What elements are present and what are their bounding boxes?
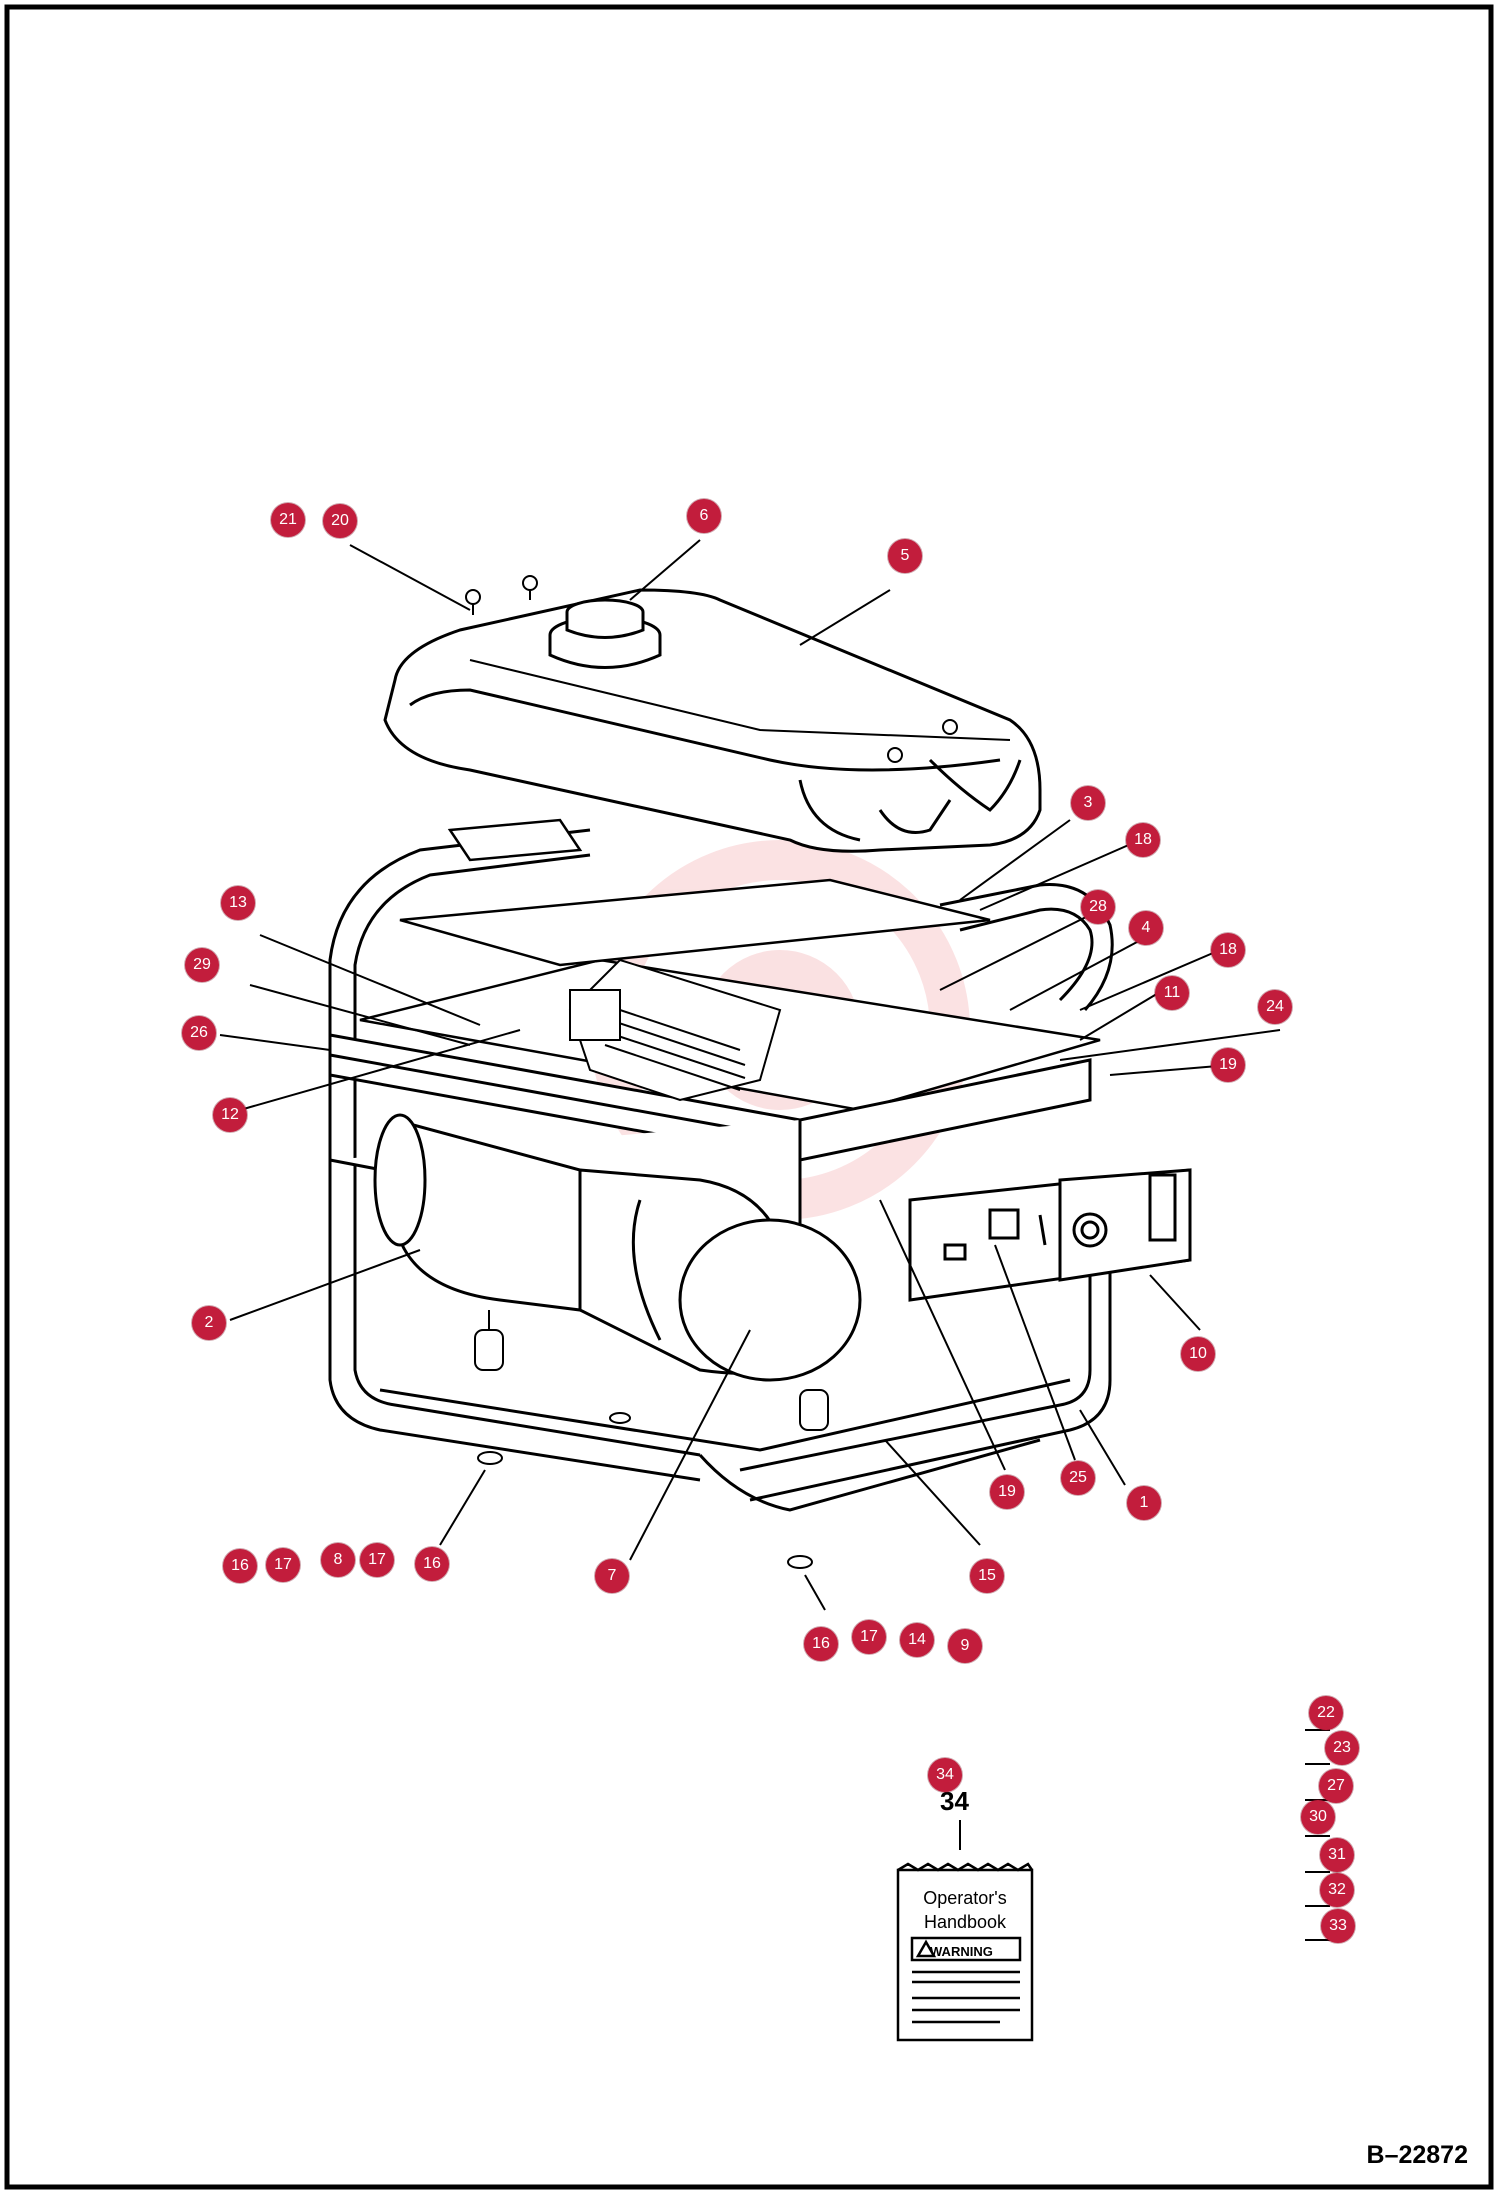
callout-10[interactable]: 10 [1181,1337,1215,1371]
callout-19-a[interactable]: 19 [1211,1048,1245,1082]
handbook-title-line2: Handbook [923,1912,1007,1932]
callout-1[interactable]: 1 [1127,1486,1161,1520]
handbook-warning-label: WARNING [930,1944,993,1959]
callout-33[interactable]: 33 [1321,1909,1355,1943]
tank-bolts [465,575,958,763]
callout-30[interactable]: 30 [1301,1800,1335,1834]
callout-6[interactable]: 6 [687,499,721,533]
callout-19-b[interactable]: 19 [990,1475,1024,1509]
callout-32[interactable]: 32 [1320,1873,1354,1907]
callout-23[interactable]: 23 [1325,1731,1359,1765]
drawing-number: B–22872 [1366,2141,1468,2169]
engine-head [568,958,782,1102]
callout-7[interactable]: 7 [595,1559,629,1593]
callout-17-c[interactable]: 17 [852,1620,886,1654]
callout-15[interactable]: 15 [970,1559,1004,1593]
callout-16-c[interactable]: 16 [804,1627,838,1661]
sheet-border [4,4,1494,2190]
callout-24[interactable]: 24 [1258,990,1292,1024]
callout-18-b[interactable]: 18 [1211,933,1245,967]
callout-31[interactable]: 31 [1320,1838,1354,1872]
callout-16-a[interactable]: 16 [223,1549,257,1583]
callout-3[interactable]: 3 [1071,786,1105,820]
callout-5[interactable]: 5 [888,539,922,573]
callout-26[interactable]: 26 [182,1016,216,1050]
handbook-title-line1: Operator's [923,1888,1007,1908]
callout-18-a[interactable]: 18 [1126,823,1160,857]
callout-21[interactable]: 21 [271,503,305,537]
callout-11[interactable]: 11 [1155,976,1189,1010]
tube-frame [328,828,1114,1512]
callout-28[interactable]: 28 [1081,890,1115,924]
callout-22[interactable]: 22 [1309,1696,1343,1730]
callout-14[interactable]: 14 [900,1623,934,1657]
fuel-tank [383,588,1042,853]
callout-9[interactable]: 9 [948,1629,982,1663]
alternator [373,1113,862,1382]
control-panel [908,1168,1192,1302]
callout-16-b[interactable]: 16 [415,1547,449,1581]
callout-20[interactable]: 20 [323,504,357,538]
callout-17-b[interactable]: 17 [360,1543,394,1577]
callout-25[interactable]: 25 [1061,1461,1095,1495]
callout-17-a[interactable]: 17 [266,1548,300,1582]
callout-8[interactable]: 8 [321,1543,355,1577]
callout-34[interactable]: 34 [928,1758,962,1792]
handbook-illustration [896,1862,1034,2042]
fuel-cap [548,598,662,669]
rubber-mounts [474,1310,829,1569]
callout-12[interactable]: 12 [213,1098,247,1132]
callout-2[interactable]: 2 [192,1306,226,1340]
callout-13[interactable]: 13 [221,886,255,920]
callout-4[interactable]: 4 [1129,911,1163,945]
callout-29[interactable]: 29 [185,948,219,982]
callout-27[interactable]: 27 [1319,1769,1353,1803]
leader-lines [219,539,1330,1941]
